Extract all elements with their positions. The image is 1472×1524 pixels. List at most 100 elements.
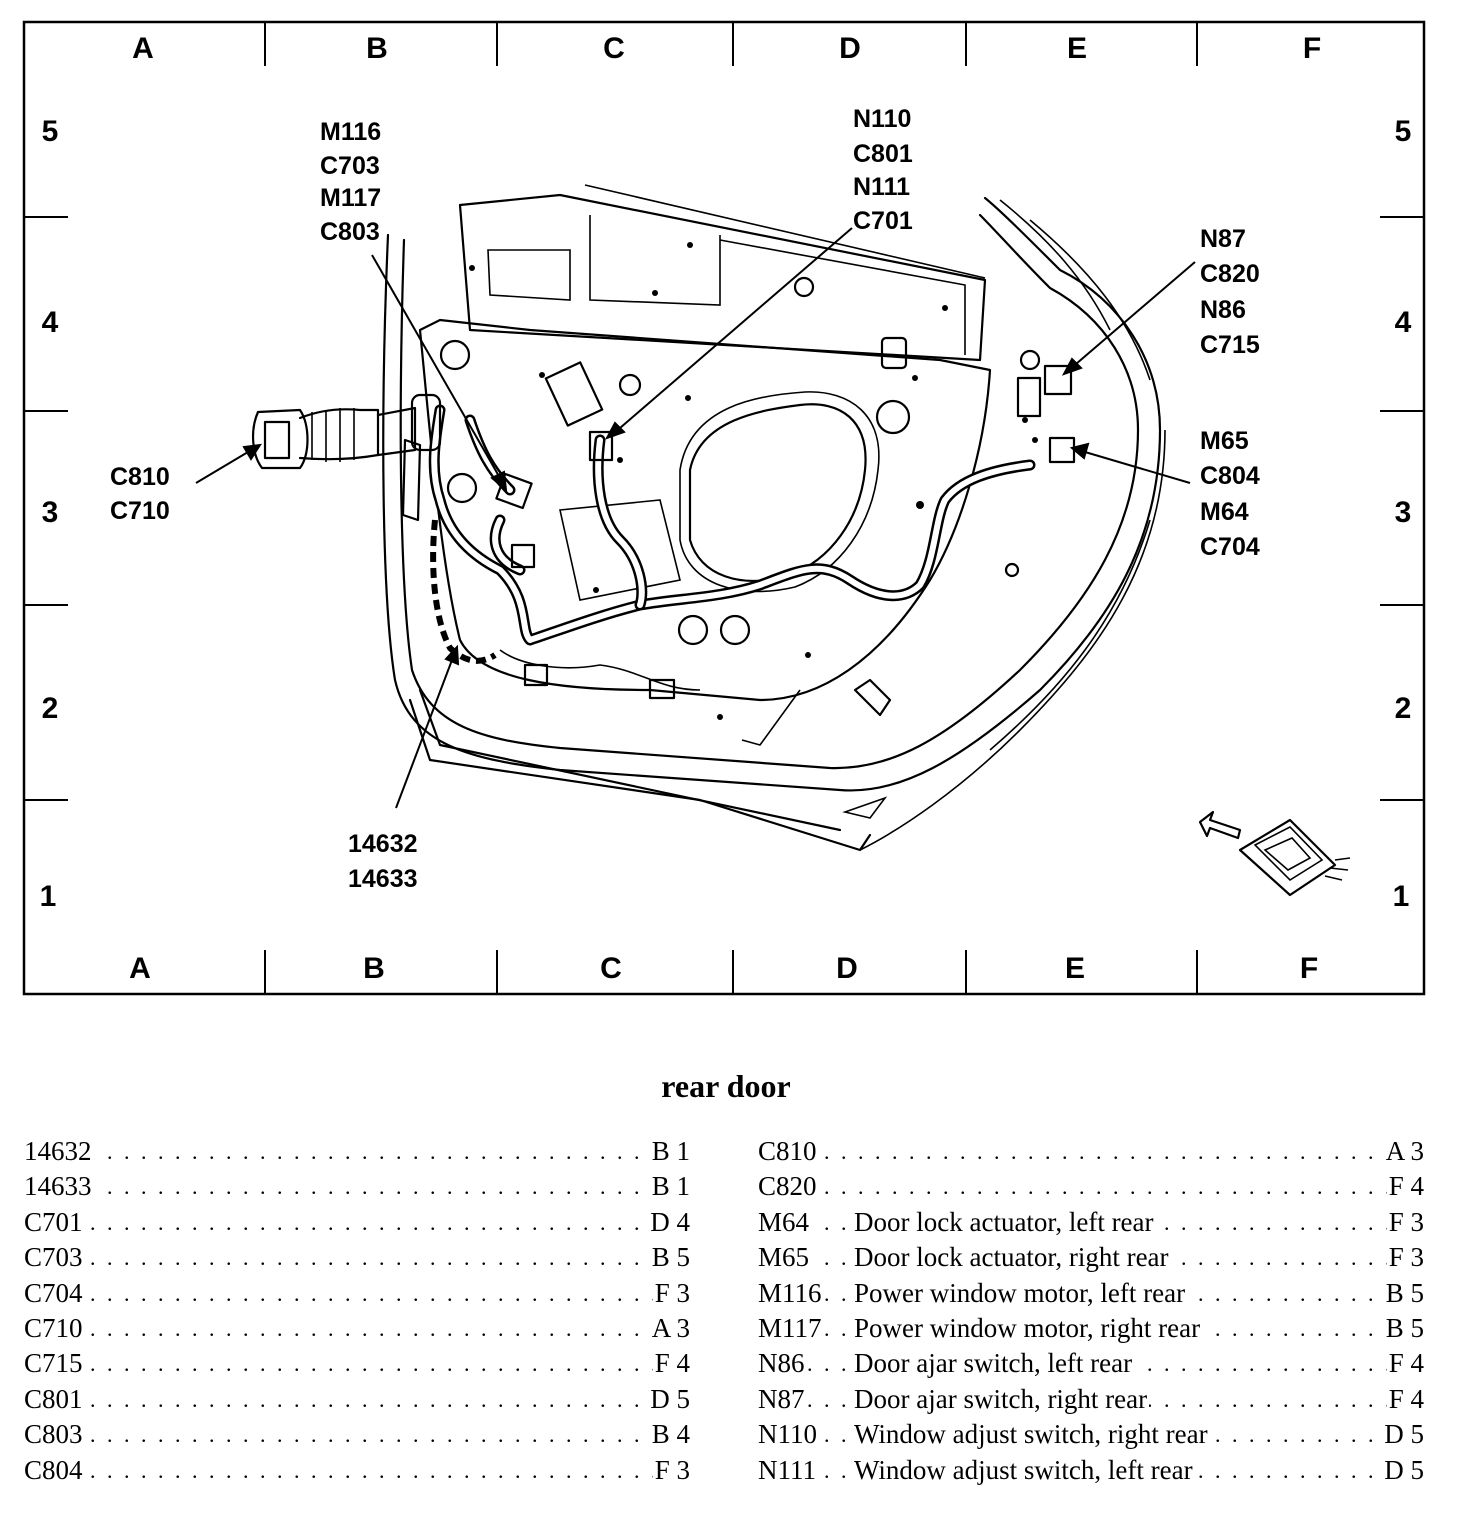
index-location: F 3 (652, 1452, 692, 1488)
leader-dots: . . . . . . . . . . . . . . . . . . . . … (22, 1351, 692, 1377)
grid-row-left-5: 5 (42, 115, 59, 148)
callout-label: N86 (1200, 296, 1246, 324)
grid-col-bottom-d: D (836, 952, 858, 985)
index-row: . . . . . . . . . . . . . . . . . . . . … (756, 1346, 1426, 1382)
callout-window-motor: M116 C703 M117 C803 (320, 118, 381, 246)
leader-dots: . . . . . . . . . . . . . . . . . . . . … (22, 1245, 692, 1271)
callout-label: C801 (853, 140, 913, 168)
index-code: C804 (22, 1452, 85, 1488)
index-code: N87 (756, 1381, 807, 1418)
diagram-frame (22, 20, 1426, 996)
index-location: B 1 (649, 1134, 692, 1170)
grid-col-top-b: B (366, 32, 388, 65)
callout-lock-actuator: M65 C804 M64 C704 (1200, 427, 1260, 561)
callout-harness: 14632 14633 (348, 830, 418, 893)
grid-ticks (24, 22, 1424, 994)
callout-label: 14632 (348, 830, 418, 858)
leader-dots: . . . . . . . . . . . . . . . . . . . . … (756, 1139, 1426, 1164)
index-location: A 3 (1383, 1134, 1426, 1170)
index-code: C801 (22, 1381, 85, 1418)
index-location: F 3 (652, 1275, 692, 1311)
index-row: . . . . . . . . . . . . . . . . . . . . … (756, 1134, 1426, 1170)
index-row: . . . . . . . . . . . . . . . . . . . . … (22, 1452, 692, 1488)
index-location: B 5 (649, 1240, 692, 1276)
index-row: . . . . . . . . . . . . . . . . . . . . … (22, 1240, 692, 1276)
index-row: . . . . . . . . . . . . . . . . . . . . … (22, 1169, 692, 1205)
index-row: . . . . . . . . . . . . . . . . . . . . … (756, 1275, 1426, 1311)
index-row: . . . . . . . . . . . . . . . . . . . . … (756, 1310, 1426, 1347)
grid-row-right-5: 5 (1395, 115, 1412, 148)
index-location: F 3 (1386, 1204, 1426, 1241)
index-location: D 5 (1382, 1417, 1426, 1453)
callout-label: C715 (1200, 331, 1260, 359)
leader-dots: . . . . . . . . . . . . . . . . . . . . … (22, 1139, 692, 1164)
index-code: M65 (756, 1240, 812, 1276)
index-code: C703 (22, 1240, 85, 1276)
grid-row-right-2: 2 (1395, 692, 1412, 725)
leader-dots: . . . . . . . . . . . . . . . . . . . . … (756, 1174, 1426, 1200)
index-row: . . . . . . . . . . . . . . . . . . . . … (22, 1204, 692, 1241)
index-row: . . . . . . . . . . . . . . . . . . . . … (756, 1452, 1426, 1488)
index-description: Window adjust switch, left rear (852, 1452, 1195, 1488)
grid-col-top-e: E (1067, 32, 1087, 65)
index-location: F 3 (1386, 1240, 1426, 1276)
callout-label: M117 (320, 184, 381, 212)
index-code: C820 (756, 1169, 819, 1205)
callout-label: C703 (320, 152, 380, 180)
index-location: D 5 (1382, 1452, 1426, 1488)
index-code: N110 (756, 1417, 819, 1453)
grid-col-top-c: C (603, 32, 625, 65)
index-code: M64 (756, 1204, 812, 1241)
callout-main-connector: C810 C710 (110, 463, 170, 525)
callout-label: M116 (320, 118, 381, 146)
component-index-left: . . . . . . . . . . . . . . . . . . . . … (22, 1134, 692, 1488)
grid-col-bottom-a: A (129, 952, 151, 985)
index-description: Door ajar switch, left rear (852, 1346, 1135, 1382)
index-row: . . . . . . . . . . . . . . . . . . . . … (756, 1417, 1426, 1453)
index-row: . . . . . . . . . . . . . . . . . . . . … (22, 1381, 692, 1418)
grid-row-left-4: 4 (42, 306, 59, 339)
callout-label: M64 (1200, 498, 1249, 526)
index-location: B 4 (649, 1417, 692, 1453)
component-index-right: . . . . . . . . . . . . . . . . . . . . … (756, 1134, 1426, 1488)
index-row: . . . . . . . . . . . . . . . . . . . . … (22, 1417, 692, 1453)
callout-label: N87 (1200, 225, 1246, 253)
index-row: . . . . . . . . . . . . . . . . . . . . … (22, 1346, 692, 1382)
callout-door-ajar: N87 C820 N86 C715 (1200, 225, 1260, 359)
index-row: . . . . . . . . . . . . . . . . . . . . … (22, 1275, 692, 1311)
grid-row-left-2: 2 (42, 692, 59, 725)
grid-col-top-f: F (1303, 32, 1321, 65)
index-location: B 5 (1383, 1310, 1426, 1347)
index-location: F 4 (652, 1346, 692, 1382)
index-code: M117 (756, 1310, 824, 1347)
door-illustration (252, 184, 1351, 897)
index-location: D 4 (648, 1204, 692, 1241)
callout-label: C701 (853, 207, 913, 235)
grid-row-left-1: 1 (40, 880, 57, 913)
index-row: . . . . . . . . . . . . . . . . . . . . … (22, 1310, 692, 1347)
index-code: N111 (756, 1452, 818, 1488)
grid-col-top-a: A (132, 32, 154, 65)
callout-label: C710 (110, 497, 170, 525)
leader-dots: . . . . . . . . . . . . . . . . . . . . … (22, 1174, 692, 1200)
index-location: B 1 (649, 1169, 692, 1205)
index-description: Door lock actuator, left rear (852, 1204, 1156, 1241)
index-description: Door ajar switch, right rear (852, 1381, 1150, 1418)
rear-door-diagram: A B C D E F A B C D E F 5 4 3 2 1 5 4 3 … (22, 20, 1426, 996)
index-code: C704 (22, 1275, 85, 1311)
grid-row-right-1: 1 (1393, 880, 1410, 913)
index-code: C701 (22, 1204, 85, 1241)
grid-col-bottom-e: E (1065, 952, 1085, 985)
grid-col-bottom-f: F (1300, 952, 1318, 985)
leader-lines (195, 227, 1196, 809)
callout-label: M65 (1200, 427, 1249, 455)
index-location: F 4 (1386, 1381, 1426, 1418)
index-code: C710 (22, 1310, 85, 1347)
callout-label: N111 (853, 173, 910, 201)
index-code: M116 (756, 1275, 824, 1311)
index-row: . . . . . . . . . . . . . . . . . . . . … (756, 1169, 1426, 1205)
leader-dots: . . . . . . . . . . . . . . . . . . . . … (22, 1315, 692, 1341)
vehicle-orientation-icon (1198, 810, 1351, 897)
grid-col-top-d: D (839, 32, 861, 65)
callout-label: C820 (1200, 260, 1260, 288)
